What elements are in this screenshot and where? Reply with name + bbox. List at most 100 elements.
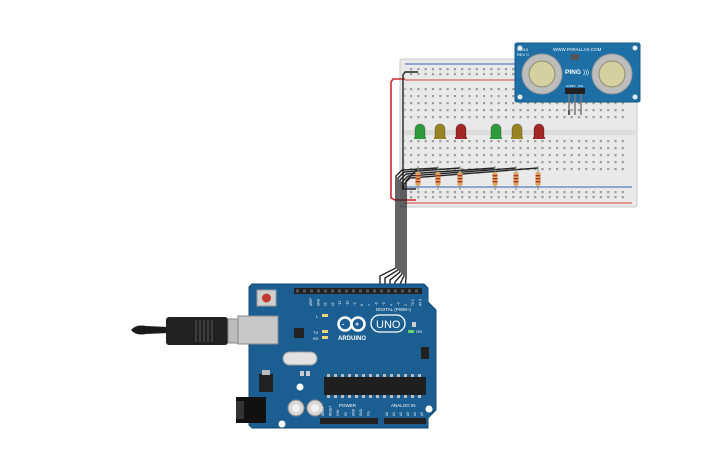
header-socket[interactable] bbox=[317, 289, 320, 293]
breadboard-hole[interactable] bbox=[417, 191, 420, 194]
breadboard-hole[interactable] bbox=[541, 191, 544, 194]
breadboard-hole[interactable] bbox=[475, 147, 478, 150]
breadboard-hole[interactable] bbox=[519, 116, 522, 119]
breadboard-hole[interactable] bbox=[483, 140, 486, 143]
breadboard-hole[interactable] bbox=[446, 102, 449, 105]
breadboard-hole[interactable] bbox=[526, 109, 529, 112]
breadboard-hole[interactable] bbox=[512, 68, 515, 71]
breadboard-hole[interactable] bbox=[431, 140, 435, 143]
breadboard-hole[interactable] bbox=[585, 168, 588, 171]
breadboard-hole[interactable] bbox=[548, 168, 551, 171]
breadboard-hole[interactable] bbox=[483, 109, 486, 112]
breadboard-hole[interactable] bbox=[577, 168, 581, 171]
breadboard-hole[interactable] bbox=[563, 196, 566, 199]
resistor[interactable] bbox=[535, 166, 541, 190]
wire-black-ground-rail[interactable] bbox=[402, 71, 418, 190]
breadboard-hole[interactable] bbox=[541, 102, 544, 105]
breadboard-hole[interactable] bbox=[453, 102, 456, 105]
breadboard-hole[interactable] bbox=[585, 140, 588, 143]
breadboard-hole[interactable] bbox=[607, 161, 610, 164]
breadboard-hole[interactable] bbox=[439, 147, 442, 150]
breadboard-hole[interactable] bbox=[446, 95, 449, 98]
breadboard-hole[interactable] bbox=[483, 154, 486, 157]
breadboard-hole[interactable] bbox=[592, 196, 595, 199]
breadboard-hole[interactable] bbox=[599, 102, 602, 105]
breadboard-hole[interactable] bbox=[453, 95, 456, 98]
breadboard-hole[interactable] bbox=[417, 116, 420, 119]
breadboard-hole[interactable] bbox=[410, 191, 413, 194]
breadboard-hole[interactable] bbox=[490, 109, 493, 112]
breadboard-hole[interactable] bbox=[621, 191, 624, 194]
resistor[interactable] bbox=[415, 166, 421, 190]
breadboard-hole[interactable] bbox=[534, 154, 537, 157]
breadboard-hole[interactable] bbox=[424, 73, 427, 76]
header-socket[interactable] bbox=[366, 289, 369, 293]
breadboard-hole[interactable] bbox=[526, 161, 529, 164]
breadboard-hole[interactable] bbox=[453, 147, 456, 150]
breadboard-hole[interactable] bbox=[490, 161, 493, 164]
breadboard-hole[interactable] bbox=[585, 161, 588, 164]
header-socket[interactable] bbox=[380, 289, 383, 293]
breadboard-hole[interactable] bbox=[497, 196, 500, 199]
breadboard-hole[interactable] bbox=[439, 102, 442, 105]
breadboard-hole[interactable] bbox=[592, 168, 595, 171]
breadboard-hole[interactable] bbox=[424, 196, 427, 199]
breadboard-hole[interactable] bbox=[599, 168, 602, 171]
breadboard-hole[interactable] bbox=[614, 196, 617, 199]
header-socket[interactable] bbox=[345, 289, 348, 293]
breadboard-hole[interactable] bbox=[453, 196, 456, 199]
breadboard-hole[interactable] bbox=[614, 147, 617, 150]
resistor[interactable] bbox=[457, 166, 463, 190]
breadboard-hole[interactable] bbox=[497, 116, 500, 119]
breadboard-hole[interactable] bbox=[621, 168, 624, 171]
breadboard-hole[interactable] bbox=[446, 140, 449, 143]
breadboard-hole[interactable] bbox=[461, 102, 464, 105]
breadboard-hole[interactable] bbox=[439, 191, 442, 194]
breadboard-hole[interactable] bbox=[614, 140, 617, 143]
breadboard-hole[interactable] bbox=[548, 196, 551, 199]
breadboard-hole[interactable] bbox=[417, 147, 420, 150]
breadboard-hole[interactable] bbox=[439, 161, 442, 164]
breadboard-hole[interactable] bbox=[439, 116, 442, 119]
breadboard-hole[interactable] bbox=[548, 140, 551, 143]
breadboard-hole[interactable] bbox=[424, 102, 427, 105]
breadboard-hole[interactable] bbox=[475, 109, 478, 112]
breadboard-hole[interactable] bbox=[468, 95, 471, 98]
breadboard-hole[interactable] bbox=[599, 154, 602, 157]
breadboard-hole[interactable] bbox=[607, 102, 610, 105]
breadboard-hole[interactable] bbox=[490, 95, 493, 98]
breadboard-hole[interactable] bbox=[556, 168, 559, 171]
header-socket[interactable] bbox=[401, 289, 404, 293]
breadboard-hole[interactable] bbox=[614, 116, 617, 119]
breadboard-hole[interactable] bbox=[483, 196, 486, 199]
header-socket[interactable] bbox=[352, 289, 355, 293]
breadboard-hole[interactable] bbox=[577, 109, 581, 112]
breadboard-hole[interactable] bbox=[431, 102, 435, 105]
breadboard-hole[interactable] bbox=[577, 161, 581, 164]
breadboard-hole[interactable] bbox=[577, 154, 581, 157]
breadboard-hole[interactable] bbox=[577, 196, 581, 199]
breadboard-hole[interactable] bbox=[483, 88, 486, 91]
breadboard-hole[interactable] bbox=[431, 147, 435, 150]
breadboard-hole[interactable] bbox=[497, 140, 500, 143]
breadboard-hole[interactable] bbox=[548, 154, 551, 157]
breadboard-hole[interactable] bbox=[504, 196, 508, 199]
breadboard-hole[interactable] bbox=[424, 116, 427, 119]
breadboard-hole[interactable] bbox=[453, 191, 456, 194]
breadboard-hole[interactable] bbox=[621, 161, 624, 164]
breadboard-hole[interactable] bbox=[461, 116, 464, 119]
breadboard-hole[interactable] bbox=[519, 196, 522, 199]
breadboard-hole[interactable] bbox=[424, 154, 427, 157]
breadboard-hole[interactable] bbox=[461, 147, 464, 150]
breadboard-hole[interactable] bbox=[410, 147, 413, 150]
breadboard-hole[interactable] bbox=[585, 109, 588, 112]
breadboard-hole[interactable] bbox=[504, 88, 508, 91]
breadboard-hole[interactable] bbox=[439, 88, 442, 91]
breadboard-hole[interactable] bbox=[410, 102, 413, 105]
breadboard-hole[interactable] bbox=[439, 109, 442, 112]
breadboard-hole[interactable] bbox=[585, 116, 588, 119]
breadboard-hole[interactable] bbox=[570, 168, 573, 171]
header-socket[interactable] bbox=[338, 289, 341, 293]
breadboard-hole[interactable] bbox=[526, 102, 529, 105]
breadboard-hole[interactable] bbox=[504, 68, 508, 71]
